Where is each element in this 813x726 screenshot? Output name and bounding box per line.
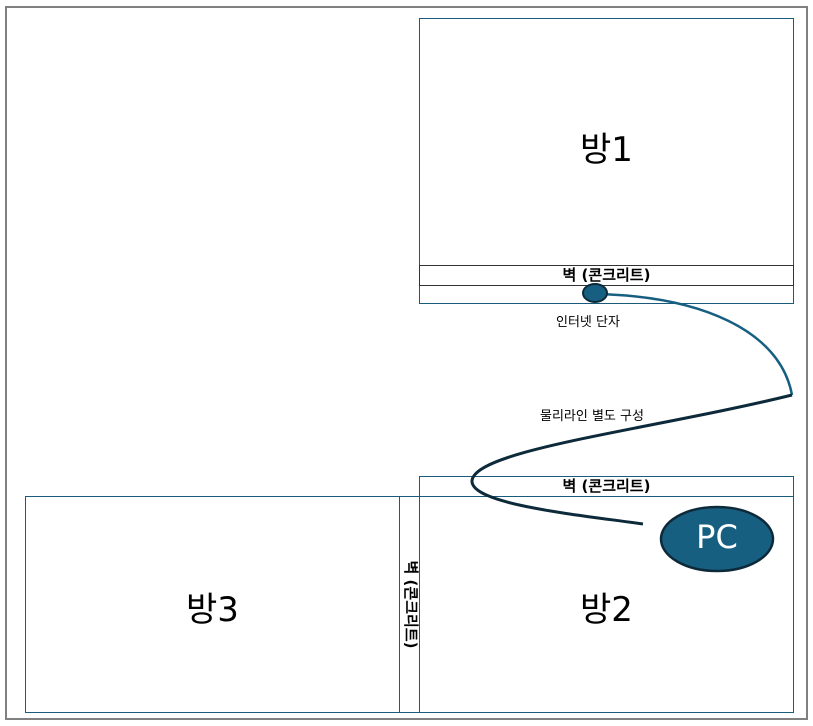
line-label: 물리라인 별도 구성: [540, 409, 644, 424]
room3-label: 방3: [186, 590, 239, 630]
outlet-icon: [582, 283, 608, 303]
room1: [419, 18, 794, 304]
room2-wall: 벽 (콘크리트): [419, 476, 794, 497]
outlet-label: 인터넷 단자: [556, 315, 620, 330]
diagram-frame: [5, 6, 808, 720]
pc-icon: [659, 505, 775, 573]
cable-lower: [470, 393, 793, 526]
pc-label: PC: [696, 518, 738, 556]
room1-label: 방1: [580, 130, 633, 170]
room3-wall-box: [399, 496, 420, 713]
room2-label: 방2: [580, 590, 633, 630]
cable-upper: [594, 292, 794, 396]
room1-wall: 벽 (콘크리트): [419, 265, 794, 286]
